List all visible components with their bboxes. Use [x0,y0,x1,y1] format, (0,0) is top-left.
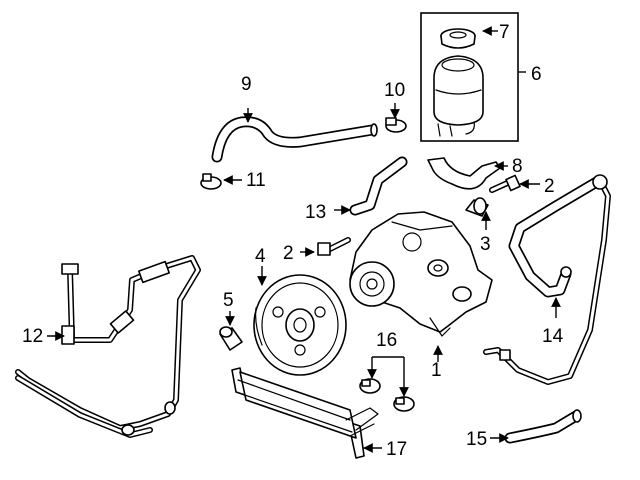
pulley [253,274,347,376]
bushing [219,326,243,351]
callout-11: 11 [246,170,266,191]
hose-clamp-left [200,173,222,190]
power-steering-pump [349,211,493,337]
short-hose [349,156,408,216]
oil-cooler [231,367,379,459]
callout-4: 4 [255,246,266,267]
callout-12: 12 [22,326,43,347]
hose-clamps-pair [359,378,415,412]
callout-3: 3 [480,234,491,255]
callout-9: 9 [241,74,252,95]
callout-10: 10 [384,80,405,101]
callout-7: 7 [499,22,510,43]
callout-1: 1 [431,360,442,381]
hose-clamp-upper [385,117,407,133]
spacer [465,197,489,217]
callout-17: 17 [386,439,407,460]
callout-6: 6 [531,64,542,85]
upper-hose [211,116,378,163]
reservoir-cap [440,28,476,49]
callout-8: 8 [512,156,523,177]
callout-14: 14 [542,326,564,347]
callout-15: 15 [466,429,487,450]
mounting-bracket [427,157,501,190]
callout-13: 13 [305,202,326,223]
lower-hose [504,409,582,444]
reservoir-assembly [420,12,519,142]
bolt-left [317,237,351,256]
callout-16: 16 [376,330,397,351]
callout-2-right: 2 [544,176,555,197]
bolt-right [489,174,521,193]
pressure-line-assembly-left [15,255,201,438]
callout-5: 5 [223,290,234,311]
return-line [483,174,611,385]
reservoir-tank [433,55,484,137]
leader-lines [47,26,561,453]
callout-2-left: 2 [283,243,294,264]
